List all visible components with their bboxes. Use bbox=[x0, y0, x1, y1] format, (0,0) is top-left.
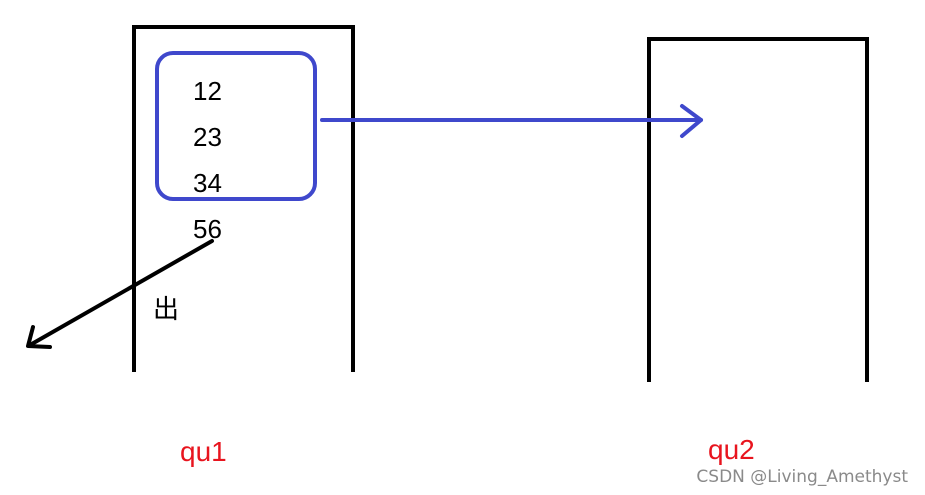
watermark: CSDN @Living_Amethyst bbox=[696, 467, 908, 487]
qu2-container bbox=[647, 37, 869, 382]
qu2-label: qu2 bbox=[708, 434, 755, 465]
transfer-arrow bbox=[320, 104, 703, 138]
qu1-item: 12 bbox=[193, 76, 222, 106]
qu1-item: 34 bbox=[193, 168, 222, 198]
qu1-label: qu1 bbox=[180, 436, 227, 467]
qu1-item: 56 bbox=[193, 214, 222, 244]
out-label: 出 bbox=[153, 295, 179, 325]
qu1-item: 23 bbox=[193, 122, 222, 152]
qu1-container bbox=[132, 25, 355, 372]
dequeue-arrow bbox=[26, 239, 214, 349]
selection-box bbox=[155, 51, 317, 201]
